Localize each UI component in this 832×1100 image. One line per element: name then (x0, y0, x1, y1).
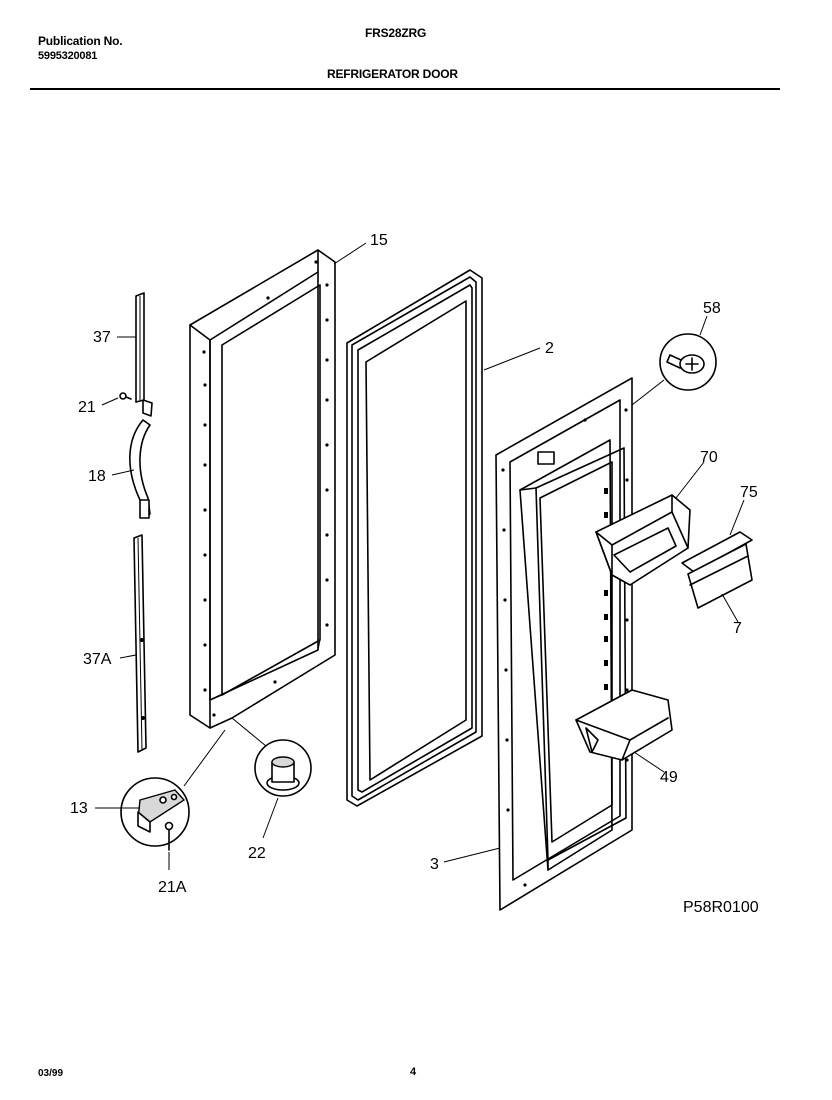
callout-37a: 37A (83, 651, 112, 668)
callout-21: 21 (78, 399, 96, 416)
callout-70: 70 (700, 449, 718, 466)
callout-labels: 15 37 21 18 37A 13 21A 22 2 58 70 75 7 4… (70, 232, 759, 916)
model-number: FRS28ZRG (365, 26, 427, 40)
callout-49: 49 (660, 769, 678, 786)
callout-2: 2 (545, 340, 554, 357)
part-49-door-bin (575, 689, 673, 761)
part-22-bushing-detail (231, 717, 312, 797)
callout-18: 18 (88, 468, 106, 485)
part-15-door-frame (189, 249, 336, 729)
part-13-hinge-bracket-detail (120, 729, 226, 851)
part-21-screw (119, 392, 132, 400)
footer-date: 03/99 (38, 1068, 64, 1079)
callout-13: 13 (70, 800, 88, 817)
callout-3: 3 (430, 856, 439, 873)
part-75-7-bin-trim (681, 531, 753, 609)
part-58-screw-detail (631, 333, 717, 406)
callout-22: 22 (248, 845, 266, 862)
callout-7: 7 (733, 620, 742, 637)
part-2-door-gasket (346, 269, 483, 807)
callout-37: 37 (93, 329, 111, 346)
callout-15: 15 (370, 232, 388, 249)
callout-58: 58 (703, 300, 721, 317)
publication-label: Publication No. (38, 34, 123, 48)
callout-75: 75 (740, 484, 758, 501)
header-rule (30, 88, 780, 90)
page-number: 4 (410, 1066, 417, 1078)
publication-number: 5995320081 (38, 50, 98, 62)
callout-21a: 21A (158, 879, 187, 896)
part-3-door-liner (495, 377, 633, 911)
part-70-door-bin (595, 494, 691, 586)
drawing-code: P58R0100 (683, 899, 759, 916)
leader-lines (95, 242, 745, 870)
section-title: REFRIGERATOR DOOR (327, 67, 458, 81)
part-37a-trim-strip (133, 534, 147, 753)
part-37-trim-strip (135, 292, 145, 403)
part-18-handle (129, 399, 153, 519)
